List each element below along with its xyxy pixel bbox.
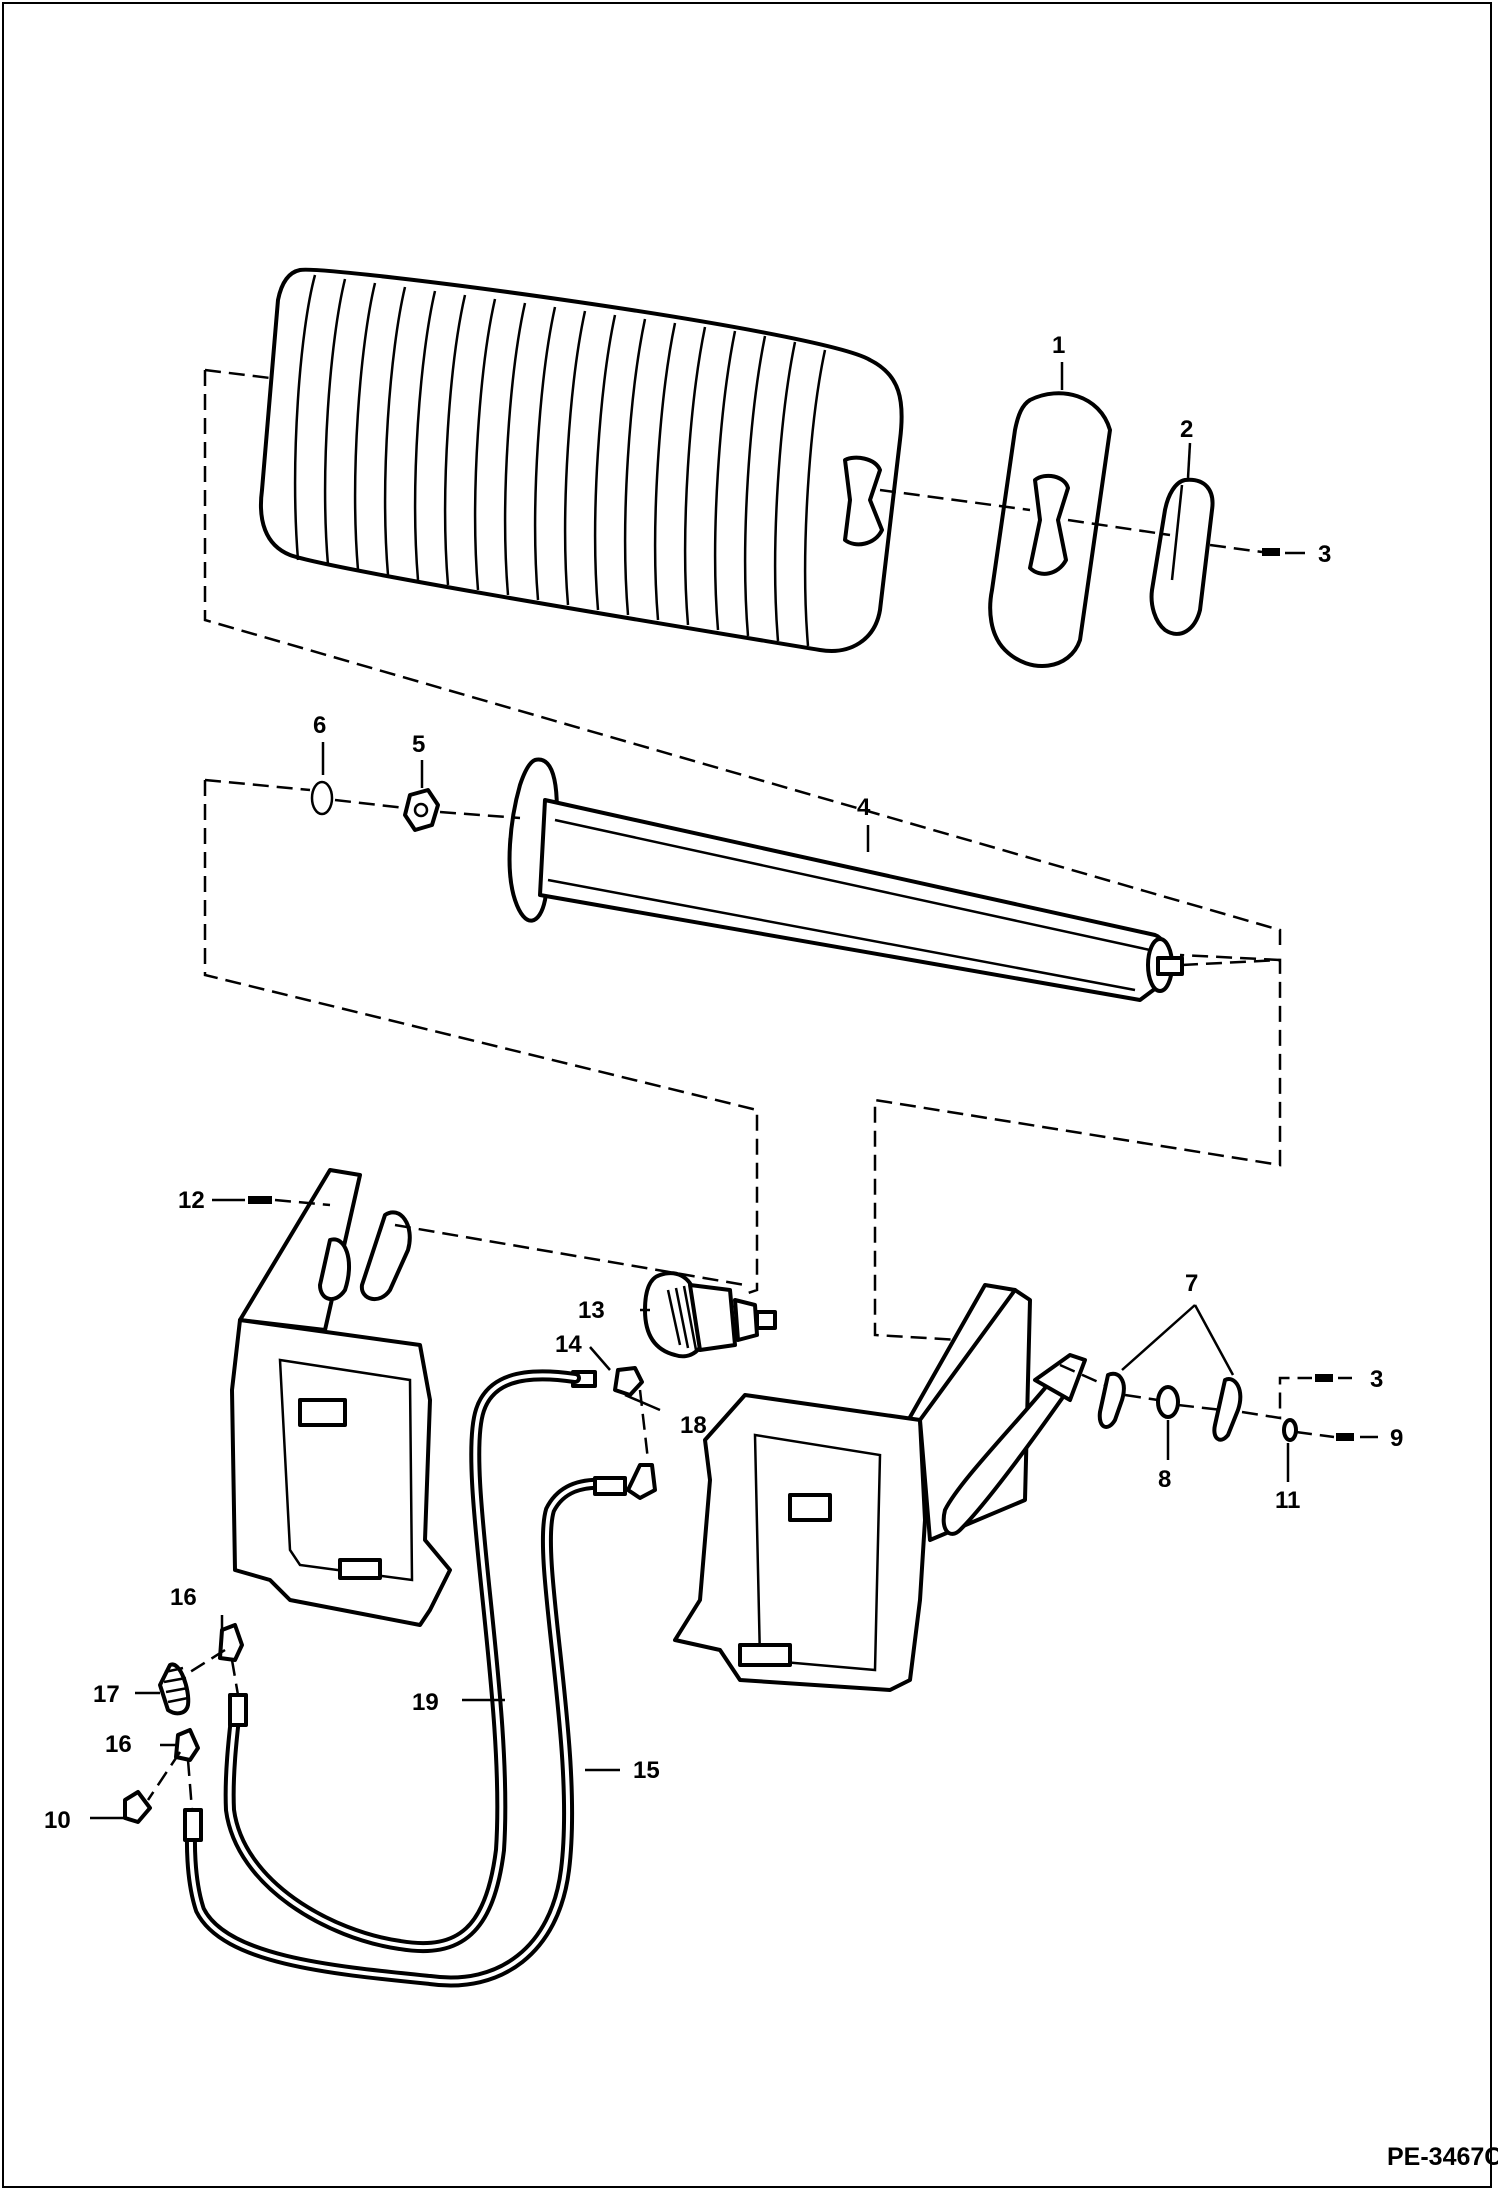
brush-roller-icon xyxy=(258,267,904,653)
fitting-icon xyxy=(571,1366,644,1397)
nut-icon xyxy=(403,788,440,832)
callout-3: 3 xyxy=(1318,541,1331,568)
callout-9: 9 xyxy=(1390,1425,1403,1452)
figure-reference: PE-3467C xyxy=(1387,2143,1498,2171)
callout-2: 2 xyxy=(1180,416,1193,443)
callout-15: 15 xyxy=(633,1757,660,1784)
bolt-icon xyxy=(1262,548,1280,556)
o-ring-icon xyxy=(310,780,334,816)
callout-8: 8 xyxy=(1158,1466,1171,1493)
end-plate-icon xyxy=(988,391,1112,668)
leader-lines xyxy=(90,362,1378,1820)
callout-14: 14 xyxy=(555,1331,582,1358)
callout-16a: 16 xyxy=(170,1584,197,1611)
callout-5: 5 xyxy=(412,731,425,758)
callout-11: 11 xyxy=(1275,1487,1300,1514)
bolt-icon xyxy=(248,1196,272,1204)
hydraulic-hose-icon xyxy=(183,1369,657,1988)
callout-labels: 1 2 3 4 5 6 7 8 9 10 11 12 13 14 15 16 1… xyxy=(44,332,1403,1834)
core-tube-icon xyxy=(507,757,1184,1002)
callout-19: 19 xyxy=(412,1689,439,1716)
callout-1: 1 xyxy=(1052,332,1065,359)
callout-12: 12 xyxy=(178,1187,205,1214)
callout-18: 18 xyxy=(680,1412,707,1439)
right-mount-bracket-icon xyxy=(673,1283,1087,1692)
washer-icon xyxy=(1097,1371,1298,1442)
bolt-icon xyxy=(1315,1374,1354,1441)
callout-3b: 3 xyxy=(1370,1366,1383,1393)
hydraulic-motor-icon xyxy=(643,1271,777,1359)
callout-4: 4 xyxy=(857,794,871,821)
callout-10: 10 xyxy=(44,1807,71,1834)
retainer-disc-icon xyxy=(1149,477,1215,636)
callout-16b: 16 xyxy=(105,1731,132,1758)
callout-13: 13 xyxy=(578,1297,605,1324)
callout-17: 17 xyxy=(93,1681,120,1708)
callout-7: 7 xyxy=(1185,1270,1198,1297)
left-mount-bracket-icon xyxy=(230,1168,452,1627)
callout-6: 6 xyxy=(313,712,326,739)
